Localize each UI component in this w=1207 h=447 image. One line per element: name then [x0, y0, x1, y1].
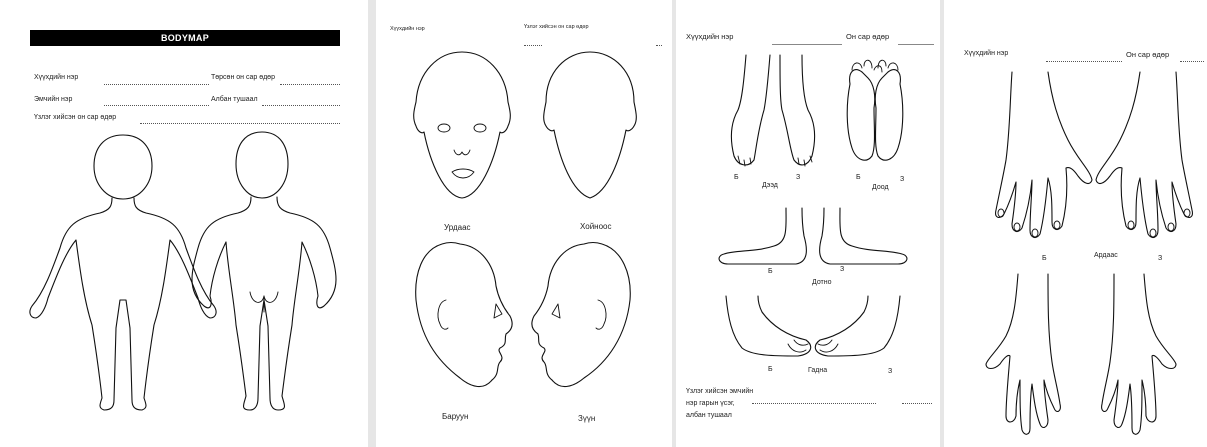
hand-bottom-right-outline	[986, 274, 1060, 434]
feet-outlines	[676, 0, 940, 447]
head-left-label: Зүүн	[578, 414, 595, 423]
hands-sheet: Хүүхдийн нэр Он сар өдөр Б Ардаас	[944, 0, 1207, 447]
feet-inner-right-mark: Б	[768, 268, 773, 275]
feet-signature-line1: Үзлэг хийсэн эмчийн	[686, 388, 753, 395]
feet-outer-view	[726, 296, 900, 356]
head-front-label: Урдаас	[444, 223, 471, 232]
body-front-outline	[30, 135, 216, 410]
feet-top-right-mark: Б	[734, 174, 739, 181]
feet-sole-left-mark: З	[900, 176, 904, 183]
hands-right-mark: Б	[1042, 255, 1047, 262]
feet-soles	[847, 60, 903, 160]
feet-signature-line3: албан тушаал	[686, 412, 732, 419]
head-back-outline	[544, 52, 637, 198]
feet-position-line	[902, 403, 932, 404]
head-right-profile-outline	[416, 243, 512, 387]
hands-left-mark: З	[1158, 255, 1162, 262]
head-right-label: Баруун	[442, 412, 468, 421]
feet-top-view	[731, 55, 814, 166]
body-outlines	[0, 0, 368, 447]
feet-outer-label: Гадна	[808, 367, 827, 374]
hand-top-left-outline	[1096, 72, 1192, 237]
feet-top-left-mark: З	[796, 174, 800, 181]
body-back-outline	[192, 132, 336, 410]
hand-top-right-outline	[996, 72, 1092, 237]
feet-top-label: Дээд	[762, 182, 778, 189]
feet-sole-right-mark: Б	[856, 174, 861, 181]
head-sheet: Хүүхдийн нэр Үзлэг хийсэн он сар өдөр	[376, 0, 672, 447]
feet-signature-line2: нэр гарын үсэг,	[686, 400, 735, 407]
head-outlines	[376, 0, 672, 447]
bodymap-sheet: BODYMAP Хүүхдийн нэр Төрсөн он сар өдөр …	[0, 0, 368, 447]
feet-bottom-label: Доод	[872, 184, 889, 191]
hands-outlines	[944, 0, 1207, 447]
head-back-label: Хойноос	[580, 222, 611, 231]
feet-outer-right-mark: Б	[768, 366, 773, 373]
feet-sheet: Хүүхдийн нэр Он сар өдөр	[676, 0, 940, 447]
hand-bottom-left-outline	[1102, 274, 1176, 434]
head-front-outline	[414, 52, 511, 198]
feet-inner-label: Дотно	[812, 279, 832, 286]
feet-inner-view	[719, 208, 907, 264]
feet-outer-left-mark: З	[888, 368, 892, 375]
hands-back-label: Ардаас	[1094, 252, 1118, 259]
head-left-profile-outline	[532, 243, 630, 387]
feet-signature-line	[752, 403, 876, 404]
feet-inner-left-mark: З	[840, 266, 844, 273]
